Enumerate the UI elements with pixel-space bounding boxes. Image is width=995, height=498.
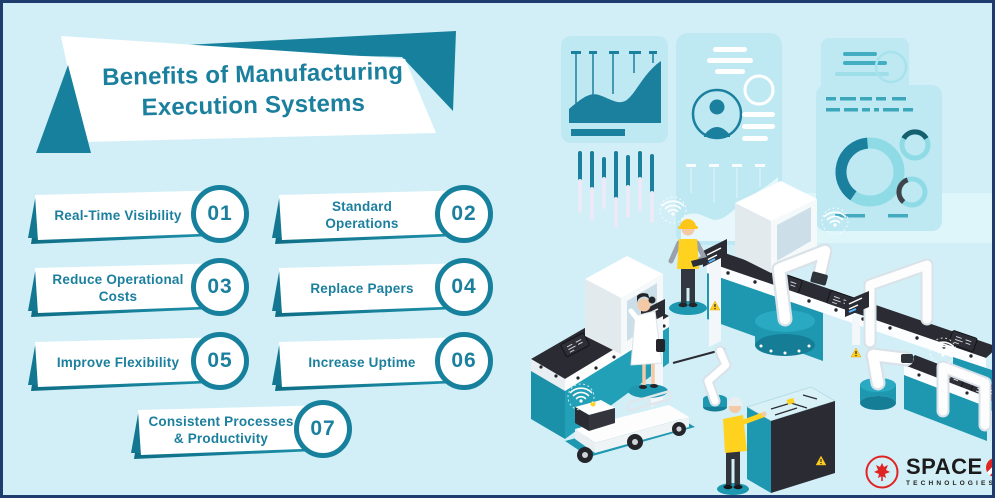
ring-icon (874, 50, 908, 84)
benefit-number-badge: 02 (435, 185, 493, 243)
benefit-item-5: Improve Flexibility 05 (28, 332, 261, 399)
benefit-item-4: Replace Papers 04 (272, 258, 505, 325)
benefit-label: Increase Uptime (308, 354, 416, 370)
maple-leaf-icon (865, 455, 899, 489)
benefit-number-badge: 03 (191, 258, 249, 316)
avatar-icon (691, 88, 743, 140)
benefit-label: Consistent Processes & Productivity (148, 414, 294, 446)
brand-logo-text: SPACE TECHNOLOGIES (906, 454, 995, 488)
benefit-item-2: Standard Operations 02 (272, 185, 505, 252)
benefit-number-badge: 07 (294, 400, 352, 458)
benefit-number-badge: 06 (435, 332, 493, 390)
dashboard-profile-panel (676, 33, 782, 245)
benefit-label: Replace Papers (310, 280, 414, 296)
area-chart-icon (571, 51, 657, 54)
title-banner: Benefits of Manufacturing Execution Syst… (36, 23, 466, 155)
benefit-label: Real-Time Visibility (54, 207, 182, 223)
ring-icon (743, 74, 775, 106)
worker-figure-station (717, 396, 767, 495)
brand-logo: SPACE TECHNOLOGIES (865, 454, 995, 489)
gantry-frame (936, 360, 992, 432)
benefit-item-1: Real-Time Visibility 01 (28, 185, 261, 252)
benefit-number-badge: 04 (435, 258, 493, 316)
mini-donut-icon (899, 129, 931, 161)
worker-figure-tablet (659, 196, 709, 315)
monitor-post (845, 291, 869, 358)
conveyor-belt-right (904, 355, 992, 441)
benefit-item-7: Consistent Processes & Productivity 07 (131, 400, 364, 467)
robot-arm-icon (755, 243, 833, 356)
banner-plate (61, 36, 436, 142)
donut-chart-icon (835, 137, 905, 207)
benefit-number: 05 (207, 349, 233, 372)
benefit-number: 04 (451, 275, 477, 298)
brand-name: SPACE (906, 454, 983, 480)
benefit-number: 07 (310, 417, 336, 440)
robot-arm-icon (860, 347, 914, 410)
benefit-label: Reduce Operational Costs (52, 272, 184, 304)
title-banner-shapes (36, 31, 456, 153)
benefit-number: 03 (207, 275, 233, 298)
benefit-number: 06 (451, 349, 477, 372)
robot-arm-small (672, 345, 732, 412)
mini-donut-icon (896, 176, 928, 208)
smart-factory-illustration (531, 33, 992, 495)
slashed-o-icon (985, 457, 992, 477)
gantry-frame (863, 258, 934, 349)
benefit-item-3: Reduce Operational Costs 03 (28, 258, 261, 325)
benefit-number-badge: 05 (191, 332, 249, 390)
brand-tagline: TECHNOLOGIES (906, 480, 995, 488)
benefit-number: 02 (451, 202, 477, 225)
worker-figure-female (628, 293, 668, 398)
agv-wheels (577, 422, 686, 463)
banner-left-triangle (36, 65, 91, 153)
control-station (745, 386, 837, 493)
dashboard-area-chart-panel (561, 36, 668, 143)
benefit-label: Standard Operations (325, 199, 399, 231)
benefit-item-6: Increase Uptime 06 (272, 332, 505, 399)
benefit-number-badge: 01 (191, 185, 249, 243)
hanging-bars-icon (578, 151, 654, 228)
benefit-number: 01 (207, 202, 233, 225)
benefit-label: Improve Flexibility (56, 354, 180, 370)
dashboard-card-panel (821, 38, 909, 96)
page-title: Benefits of Manufacturing Execution Syst… (87, 56, 418, 125)
agv-cart (565, 389, 695, 463)
dashboard-donut-panel (816, 85, 942, 235)
